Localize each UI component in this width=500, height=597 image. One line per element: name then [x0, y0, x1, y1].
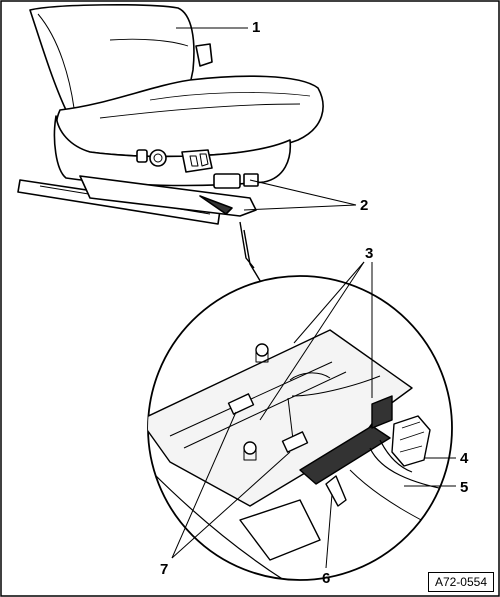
release-clip — [325, 475, 347, 507]
control-unit-bracket — [299, 425, 391, 485]
seat-illustration — [17, 4, 324, 225]
plug-connector — [391, 415, 431, 467]
switch-module — [213, 173, 241, 189]
belt-guide — [195, 43, 213, 67]
small-switch — [136, 149, 148, 163]
wiring-harness — [379, 439, 413, 473]
bolt-lower — [243, 441, 257, 455]
callout-7: 7 — [160, 561, 169, 578]
callout-4: 4 — [460, 450, 469, 467]
lumbar-knob — [149, 149, 167, 167]
seat-side-panel — [53, 115, 292, 187]
leader-lines — [171, 27, 456, 569]
mini-connector-center — [281, 431, 309, 453]
bolt-upper — [255, 343, 269, 357]
seat-frame-lower — [79, 175, 257, 217]
magnified-detail — [148, 329, 452, 580]
mini-connector-left — [227, 393, 255, 415]
callout-6: 6 — [322, 570, 331, 587]
figure-reference-code: A72-0554 — [427, 572, 494, 592]
callout-2: 2 — [360, 197, 369, 214]
callout-3: 3 — [365, 245, 374, 262]
callout-5: 5 — [460, 479, 469, 496]
callout-1: 1 — [252, 19, 261, 36]
magnifier-connector — [239, 221, 263, 285]
